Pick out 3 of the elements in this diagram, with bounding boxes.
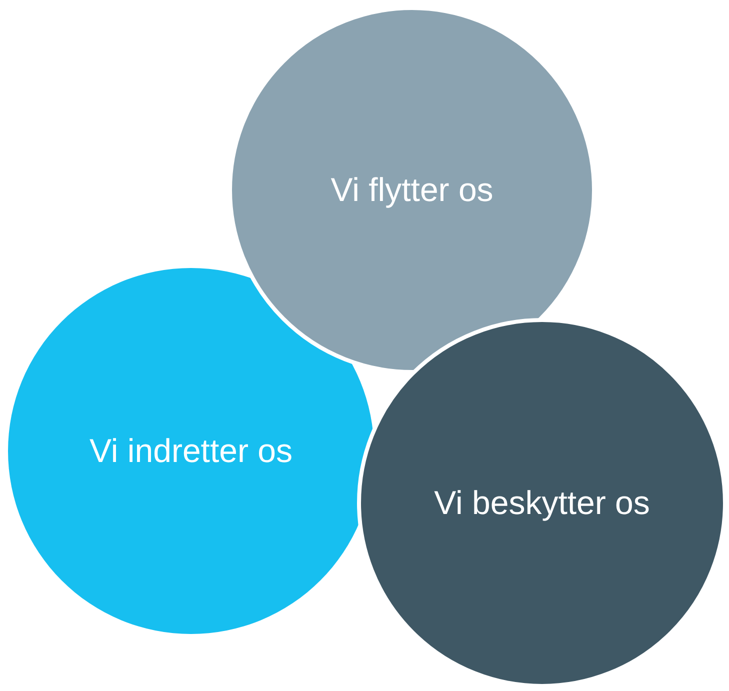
node-label: Vi flytter os <box>330 171 494 209</box>
node-label: Vi indretter os <box>90 432 292 470</box>
node-label: Vi beskytter os <box>434 484 650 522</box>
